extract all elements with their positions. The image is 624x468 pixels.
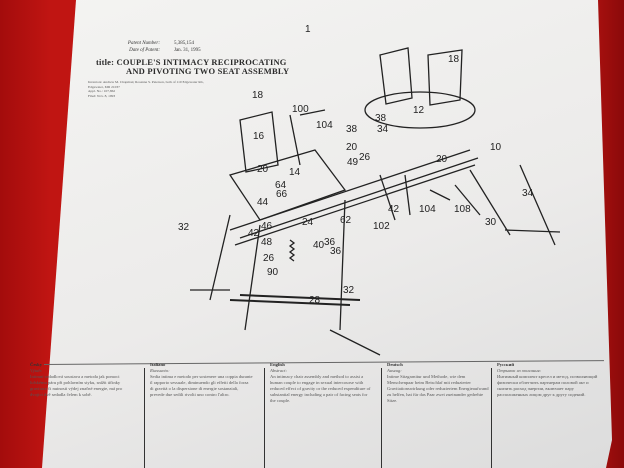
abstract-text: Intime Sitzgarnitur und Methode, wie dem… bbox=[387, 374, 489, 403]
part-number-label: 18 bbox=[448, 54, 460, 65]
part-number-label: 26 bbox=[263, 253, 275, 264]
abstract-heading: Riassunto: bbox=[150, 368, 170, 373]
part-number-label: 30 bbox=[485, 217, 497, 228]
abstract-text: Sedia intima e metodo per sostenere una … bbox=[150, 374, 253, 397]
right-seat bbox=[364, 91, 476, 129]
linkage bbox=[379, 174, 451, 221]
abstract-text: Intimní sedadlová soustava a metoda jak … bbox=[30, 374, 123, 397]
part-number-label: 18 bbox=[252, 90, 264, 101]
patent-meta: Patent Number: 5,385,154 Date of Patent: J… bbox=[100, 40, 201, 54]
abstract-language: English bbox=[270, 362, 285, 367]
part-number-label: 20 bbox=[346, 142, 358, 153]
legs bbox=[190, 164, 561, 356]
inventors: Andrew M. Chapman; Rosanne S. Peterson, … bbox=[88, 80, 205, 89]
part-number-label: 102 bbox=[373, 221, 390, 232]
filed-date: Nov. 8, 1993 bbox=[97, 93, 116, 98]
part-number-label: 24 bbox=[302, 217, 314, 228]
part-number-label: 32 bbox=[178, 222, 190, 233]
patent-date: Jan. 31, 1995 bbox=[174, 48, 201, 53]
title-prefix: title: bbox=[96, 57, 115, 67]
column-separator bbox=[491, 368, 492, 468]
part-number-label: 44 bbox=[257, 197, 269, 208]
patent-date-label: Date of Patent: bbox=[129, 48, 160, 53]
part-number-label: 42 bbox=[388, 204, 400, 215]
filed-label: Filed: bbox=[88, 93, 97, 98]
patent-title: title: COUPLE'S INTIMACY RECIPROCATING A… bbox=[96, 58, 289, 76]
spring bbox=[288, 239, 296, 262]
column-separator bbox=[144, 368, 145, 468]
part-number-label: 12 bbox=[413, 105, 425, 116]
abstract-text: Интимный комплект кресел и метод, позвол… bbox=[497, 374, 598, 397]
column-separator bbox=[264, 368, 265, 468]
part-number-label: 34 bbox=[377, 124, 389, 135]
appl-number: 107,862 bbox=[103, 89, 116, 93]
abstract-heading: Отрывок из описания: bbox=[497, 368, 542, 373]
part-number-label: 26 bbox=[359, 152, 371, 163]
part-number-label: 62 bbox=[340, 215, 352, 226]
abstract-text: An intimacy chair assembly and method to… bbox=[270, 374, 371, 403]
part-number-label: 42 bbox=[248, 228, 260, 239]
column-separator bbox=[381, 368, 382, 468]
patent-number-label: Patent Number: bbox=[127, 41, 160, 46]
left-seat-back bbox=[239, 111, 279, 173]
inventors-label: Inventors: bbox=[88, 80, 103, 84]
abstract-language: Česky bbox=[30, 362, 42, 367]
part-number-label: 36 bbox=[324, 237, 336, 248]
abstract-heading: Auszug: bbox=[387, 368, 402, 373]
foot-bar bbox=[229, 294, 361, 306]
left-armrest bbox=[289, 109, 326, 166]
right-seat-backs bbox=[379, 47, 463, 106]
appl-label: Appl. No.: bbox=[88, 89, 103, 93]
patent-number: 5,385,154 bbox=[174, 41, 194, 46]
abstract-language: Русский bbox=[497, 362, 514, 367]
part-number-label: 28 bbox=[309, 295, 321, 306]
part-number-label: 46 bbox=[261, 221, 273, 232]
part-number-label: 36 bbox=[330, 246, 342, 257]
abstract-language: Deutsch bbox=[387, 362, 403, 367]
part-number-label: 16 bbox=[253, 131, 265, 142]
part-number-label: 100 bbox=[292, 104, 309, 115]
title-line-1: COUPLE'S INTIMACY RECIPROCATING bbox=[116, 57, 287, 67]
part-number-label: 104 bbox=[316, 120, 333, 131]
part-number-label: 38 bbox=[346, 124, 358, 135]
part-number-label: 14 bbox=[289, 167, 301, 178]
part-number-label: 38 bbox=[375, 113, 387, 124]
part-number-label: 34 bbox=[522, 188, 534, 199]
patent-details: Inventors: Andrew M. Chapman; Rosanne S.… bbox=[88, 80, 218, 98]
abstract-language: Italiano bbox=[150, 362, 166, 367]
part-number-label: 20 bbox=[436, 154, 448, 165]
part-number-label: 10 bbox=[490, 142, 502, 153]
part-number-label: 32 bbox=[343, 285, 355, 296]
part-number-label: 66 bbox=[276, 189, 288, 200]
title-line-2: AND PIVOTING TWO SEAT ASSEMBLY bbox=[126, 66, 290, 76]
part-number-label: 64 bbox=[275, 180, 287, 191]
part-number-label: 40 bbox=[313, 240, 325, 251]
part-number-label: 20 bbox=[257, 164, 269, 175]
part-number-label: 90 bbox=[267, 267, 279, 278]
left-seat bbox=[228, 149, 347, 221]
abstract-heading: Abstract: bbox=[270, 368, 288, 373]
part-number-label: 104 bbox=[419, 204, 436, 215]
part-number-label: 108 bbox=[454, 204, 471, 215]
part-number-label: 49 bbox=[347, 157, 359, 168]
part-number-label: 1 bbox=[305, 24, 311, 35]
part-number-label: 48 bbox=[261, 237, 273, 248]
abstract-heading: Výtah: bbox=[30, 368, 43, 373]
